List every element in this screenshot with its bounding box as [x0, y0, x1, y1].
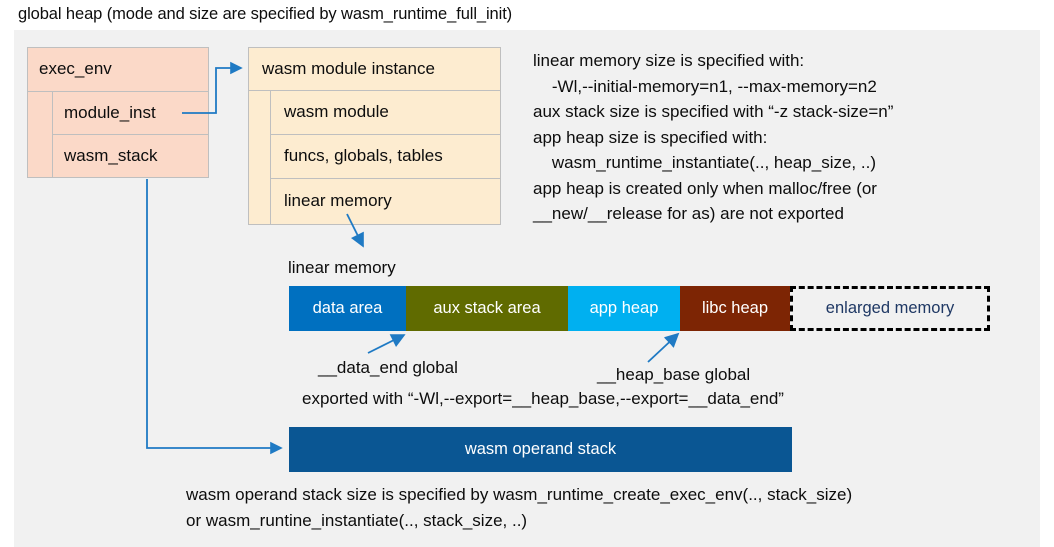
wasm-module-instance-label: wasm module instance — [262, 59, 435, 78]
wasm-module-instance-left-gutter — [248, 90, 271, 225]
data-end-global-label: __data_end global — [318, 358, 458, 377]
spec-notes-text: linear memory size is specified with: -W… — [533, 51, 894, 223]
exec-env-row-wasm-stack[interactable]: wasm_stack — [52, 134, 209, 178]
exec-env-header-box[interactable]: exec_env — [27, 47, 209, 92]
memory-segment-enlarged-memory[interactable]: enlarged memory — [790, 286, 990, 331]
exec-env-group: exec_env module_inst wasm_stack — [27, 47, 209, 178]
wasm-module-instance-group: wasm module instance wasm module funcs, … — [248, 47, 501, 225]
memory-segment-label: app heap — [589, 299, 659, 317]
memory-segment-label: enlarged memory — [825, 299, 955, 317]
heap-base-global-label: __heap_base global — [597, 365, 751, 384]
memory-segment-data-area[interactable]: data area — [289, 286, 406, 331]
funcs-globals-tables-label: funcs, globals, tables — [284, 146, 443, 165]
wasm-operand-stack-box[interactable]: wasm operand stack — [289, 427, 792, 472]
memory-segment-label: aux stack area — [433, 299, 541, 317]
wmi-row-funcs-globals-tables[interactable]: funcs, globals, tables — [270, 134, 501, 179]
wasm-operand-stack-label: wasm operand stack — [464, 440, 617, 458]
memory-segment-label: data area — [312, 299, 383, 317]
page-title: global heap (mode and size are specified… — [18, 5, 513, 23]
exec-env-label: exec_env — [39, 59, 112, 78]
exported-with-label: exported with “-Wl,--export=__heap_base,… — [302, 389, 784, 408]
memory-segment-label: libc heap — [701, 299, 769, 317]
linear-memory-row-label: linear memory — [284, 191, 392, 210]
wasm-module-instance-header-box[interactable]: wasm module instance — [248, 47, 501, 91]
memory-segment-app-heap[interactable]: app heap — [568, 286, 680, 331]
exec-env-row-module-inst[interactable]: module_inst — [52, 91, 209, 135]
wmi-row-linear-memory[interactable]: linear memory — [270, 178, 501, 225]
wmi-row-wasm-module[interactable]: wasm module — [270, 90, 501, 135]
linear-memory-bar: data area aux stack area app heap libc h… — [289, 286, 990, 331]
wasm-stack-label: wasm_stack — [64, 146, 158, 165]
memory-segment-aux-stack-area[interactable]: aux stack area — [406, 286, 568, 331]
operand-stack-note: wasm operand stack size is specified by … — [186, 485, 853, 530]
memory-segment-libc-heap[interactable]: libc heap — [680, 286, 790, 331]
exec-env-left-gutter — [27, 91, 53, 178]
module-inst-label: module_inst — [64, 103, 156, 122]
wasm-module-label: wasm module — [284, 102, 389, 121]
linear-memory-caption: linear memory — [288, 258, 396, 277]
